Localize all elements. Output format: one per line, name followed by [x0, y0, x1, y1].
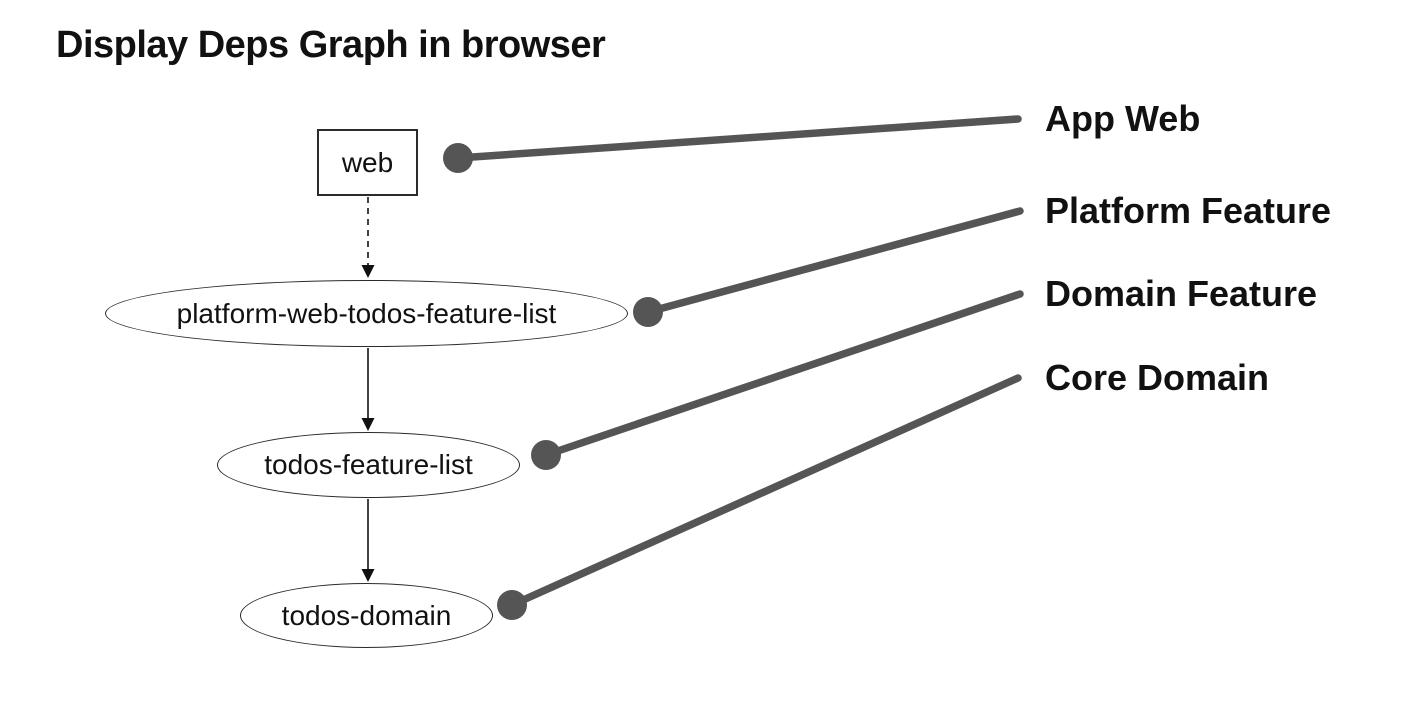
callout-core-domain	[497, 374, 1022, 620]
arrowhead-icon	[361, 265, 375, 278]
node-todos-feature-list: todos-feature-list	[217, 432, 520, 498]
callout-dot	[531, 440, 561, 470]
arrowhead-icon	[361, 418, 375, 431]
edge-web-to-platform-dashed	[361, 197, 375, 278]
callout-dot	[633, 297, 663, 327]
callout-app-web	[443, 115, 1022, 173]
annotation-app-web: App Web	[1045, 98, 1201, 139]
node-web-label: web	[341, 146, 394, 178]
annotation-core-domain: Core Domain	[1045, 357, 1270, 398]
node-todos-domain: todos-domain	[240, 583, 493, 648]
edge-platform-to-feature	[361, 348, 375, 431]
arrowhead-icon	[361, 569, 375, 582]
callout-dot	[443, 143, 473, 173]
node-feature-label: todos-feature-list	[264, 449, 473, 480]
annotation-domain-feature: Domain Feature	[1045, 273, 1318, 314]
callout-platform-feature	[633, 207, 1024, 327]
edge-feature-to-domain	[361, 499, 375, 582]
node-platform-web-todos-feature-list: platform-web-todos-feature-list	[105, 280, 628, 347]
node-web: web	[317, 129, 418, 196]
node-platform-label: platform-web-todos-feature-list	[176, 297, 557, 329]
callout-domain-feature	[531, 290, 1024, 470]
page-title: Display Deps Graph in browser	[56, 24, 606, 66]
callout-dot	[497, 590, 527, 620]
node-domain-label: todos-domain	[281, 599, 452, 631]
annotation-platform-feature: Platform Feature	[1045, 190, 1332, 231]
